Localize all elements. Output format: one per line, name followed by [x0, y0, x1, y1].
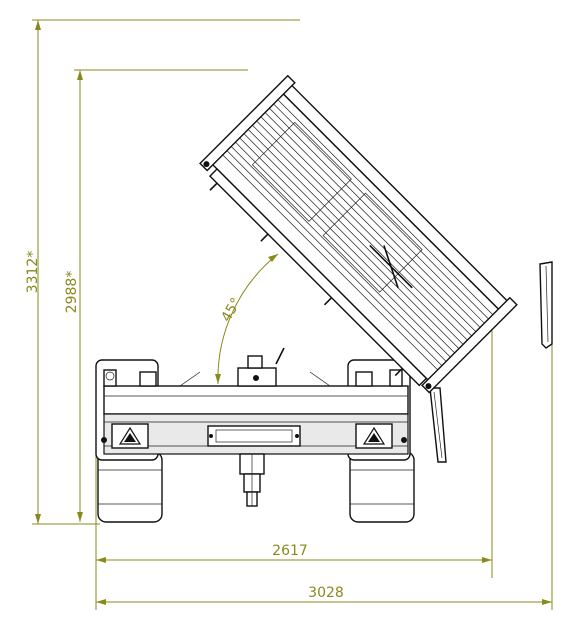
support-prop [429, 387, 447, 463]
plate-holder [207, 425, 301, 447]
inner-width-label: 2617 [272, 543, 308, 559]
tilt-angle-label: 45° [218, 295, 244, 325]
trailer-chassis [95, 347, 447, 523]
dimension-box-height: 2988* [64, 69, 248, 522]
total-height-label: 3312* [25, 251, 41, 294]
left-tail-light [111, 423, 149, 449]
box-height-label: 2988* [64, 271, 80, 314]
dimension-tilt-angle: 45° [215, 253, 279, 385]
drawbar-hitch [239, 453, 265, 507]
box-side-door [539, 261, 553, 349]
box-floor-ribs [222, 99, 494, 371]
left-wheel [97, 451, 163, 523]
dimension-total-height: 3312* [25, 19, 300, 525]
right-wheel [349, 451, 415, 523]
tipper-box [199, 74, 518, 394]
dimension-total-width: 3028 [95, 300, 553, 610]
box-subframe [208, 168, 428, 387]
hydraulic-pump [237, 347, 285, 387]
frame-details [101, 369, 407, 443]
total-width-label: 3028 [308, 585, 344, 601]
main-frame [103, 385, 409, 415]
right-tail-light [355, 423, 393, 449]
